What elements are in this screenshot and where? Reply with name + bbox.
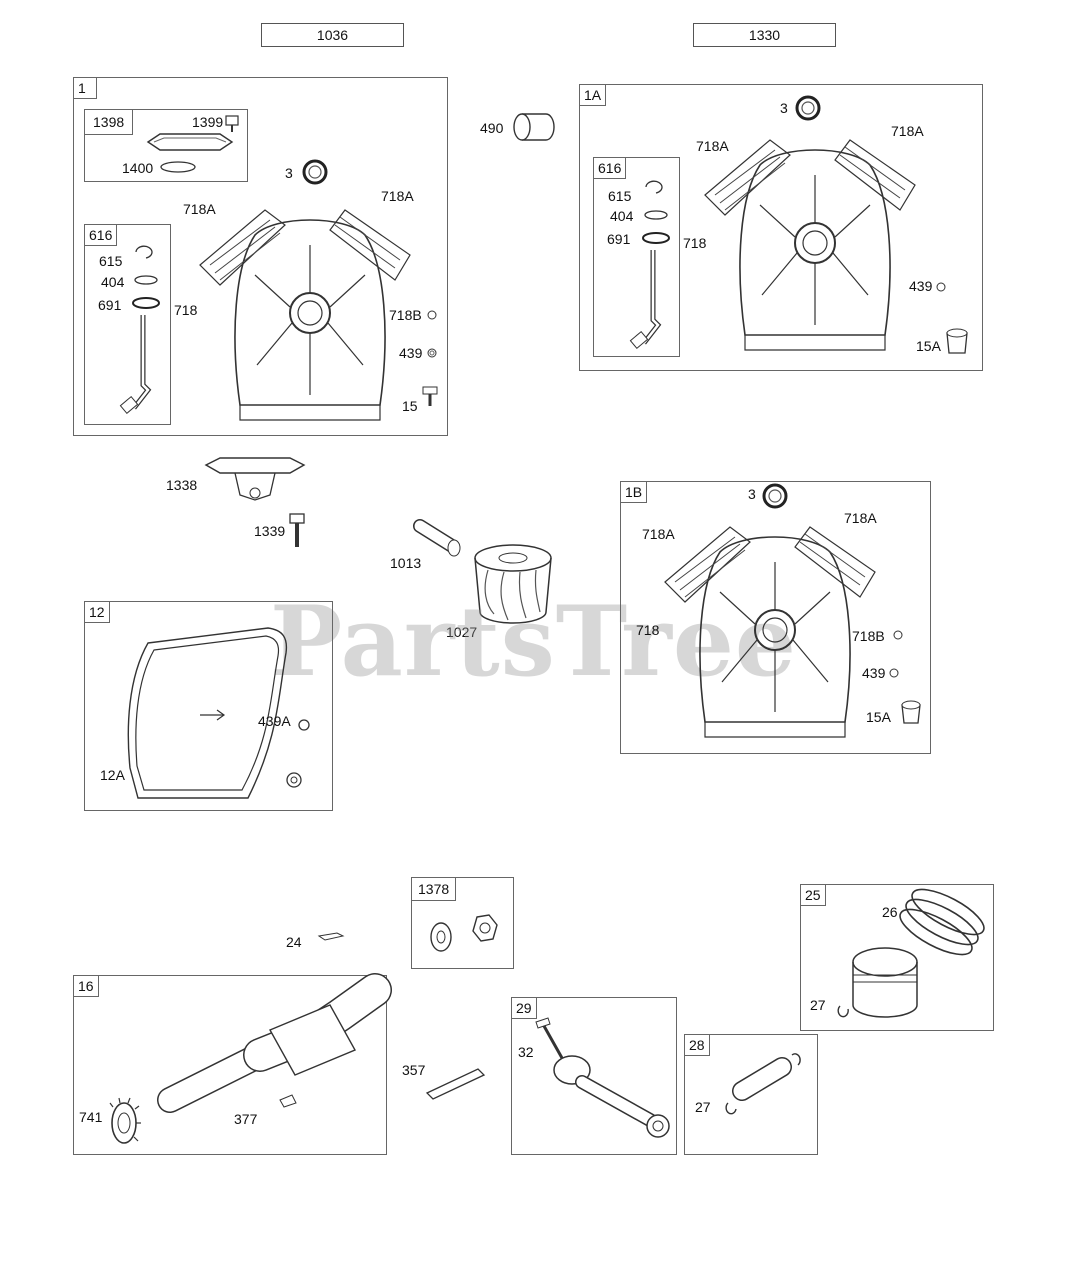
- box-tag-1: 1: [73, 77, 97, 99]
- label-15a-box1b: 15A: [866, 709, 891, 725]
- label-718b-box1: 718B: [389, 307, 422, 323]
- label-1027: 1027: [446, 624, 478, 640]
- label-15-box1: 15: [402, 398, 418, 414]
- assembly-box-1[interactable]: 1: [73, 77, 448, 436]
- connecting-rod-illustration: [535, 1017, 670, 1138]
- box-tag-25: 25: [800, 884, 826, 906]
- label-3-box1a: 3: [780, 100, 788, 116]
- label-718b-box1b: 718B: [852, 628, 885, 644]
- label-27-box28: 27: [695, 1099, 711, 1115]
- assembly-box-1a[interactable]: 1A: [579, 84, 983, 371]
- label-1399: 1399: [192, 114, 224, 130]
- assembly-box-616-right[interactable]: 616: [593, 157, 680, 357]
- gasket-12a-illustration: [127, 627, 310, 799]
- label-718a-box1-left: 718A: [183, 201, 216, 217]
- washer-nut-illustration: [430, 914, 498, 952]
- oil-filter-1027-illustration: [474, 544, 552, 624]
- label-615-right: 615: [608, 188, 632, 204]
- assembly-box-29[interactable]: 29: [511, 997, 677, 1155]
- dipstick-right-illustration: [629, 180, 670, 350]
- label-718a-box1b-left: 718A: [642, 526, 675, 542]
- key-357-icon: [425, 1068, 486, 1100]
- box-tag-616-right: 616: [593, 157, 627, 179]
- assembly-box-28[interactable]: 28: [684, 1034, 818, 1155]
- oil-seal-icon-1a: [795, 95, 821, 121]
- box-tag-1398: 1398: [84, 109, 134, 135]
- label-32: 32: [518, 1044, 534, 1060]
- key-24-icon: [317, 932, 345, 941]
- label-691-right: 691: [607, 231, 631, 247]
- oil-seal-icon-1b: [762, 483, 788, 509]
- label-1400: 1400: [122, 160, 154, 176]
- header-1036: 1036: [261, 23, 404, 47]
- box-tag-616-left: 616: [84, 224, 118, 246]
- box-tag-16: 16: [73, 975, 99, 997]
- small-parts-box1a: [936, 282, 968, 354]
- label-718a-box1a-left: 718A: [696, 138, 729, 154]
- assembly-box-616-left[interactable]: 616: [84, 224, 171, 425]
- label-718-box1b: 718: [636, 622, 660, 638]
- label-691-left: 691: [98, 297, 122, 313]
- label-3-box1: 3: [285, 165, 293, 181]
- label-1339: 1339: [254, 523, 286, 539]
- label-24: 24: [286, 934, 302, 950]
- box-tag-1a: 1A: [579, 84, 607, 106]
- label-439-box1: 439: [399, 345, 423, 361]
- small-parts-box1b: [889, 630, 921, 724]
- label-26: 26: [882, 904, 898, 920]
- label-1013: 1013: [390, 555, 422, 571]
- box-tag-28: 28: [684, 1034, 710, 1056]
- crankshaft-illustration: [109, 973, 392, 1144]
- label-1338: 1338: [166, 477, 198, 493]
- label-439a: 439A: [258, 713, 291, 729]
- assembly-box-1b[interactable]: 1B: [620, 481, 931, 754]
- label-718a-box1b-right: 718A: [844, 510, 877, 526]
- label-3-box1b: 3: [748, 486, 756, 502]
- bushing-490-illustration: [513, 113, 555, 141]
- label-377: 377: [234, 1111, 258, 1127]
- assembly-box-16[interactable]: 16: [73, 975, 387, 1155]
- header-1330: 1330: [693, 23, 836, 47]
- piston-pin-illustration: [725, 1053, 801, 1115]
- dipstick-left-illustration: [119, 245, 160, 415]
- bolt-1339-icon: [289, 513, 305, 547]
- label-490: 490: [480, 120, 504, 136]
- assembly-box-12[interactable]: 12: [84, 601, 333, 811]
- label-404-left: 404: [101, 274, 125, 290]
- oil-seal-icon: [302, 159, 328, 185]
- label-718-box1: 718: [174, 302, 198, 318]
- assembly-box-25[interactable]: 25: [800, 884, 994, 1031]
- watermark: PartsTree: [270, 585, 797, 698]
- label-718a-box1a-right: 718A: [891, 123, 924, 139]
- fitting-1013-illustration: [413, 519, 461, 557]
- breather-1338-illustration: [204, 457, 306, 501]
- label-615-left: 615: [99, 253, 123, 269]
- crankcase-illustration-box1b: [664, 526, 876, 738]
- assembly-box-1378[interactable]: 1378: [411, 877, 514, 969]
- label-718-box1a: 718: [683, 235, 707, 251]
- label-357: 357: [402, 1062, 426, 1078]
- box-tag-29: 29: [511, 997, 537, 1019]
- assembly-box-1398[interactable]: 1398: [84, 109, 248, 182]
- label-12a: 12A: [100, 767, 125, 783]
- label-718a-box1-right: 718A: [381, 188, 414, 204]
- label-404-right: 404: [610, 208, 634, 224]
- label-439-box1b: 439: [862, 665, 886, 681]
- box-tag-12: 12: [84, 601, 110, 623]
- piston-rings-illustration: [837, 888, 985, 1018]
- crankcase-illustration-box1a: [704, 139, 916, 351]
- label-15a-box1a: 15A: [916, 338, 941, 354]
- small-parts-box1: [422, 310, 438, 406]
- label-741: 741: [79, 1109, 103, 1125]
- breather-cover-illustration: [146, 115, 239, 173]
- label-439-box1a: 439: [909, 278, 933, 294]
- crankcase-illustration-box1: [199, 209, 411, 421]
- box-tag-1378: 1378: [411, 877, 457, 901]
- box-tag-1b: 1B: [620, 481, 648, 503]
- label-27-box25: 27: [810, 997, 826, 1013]
